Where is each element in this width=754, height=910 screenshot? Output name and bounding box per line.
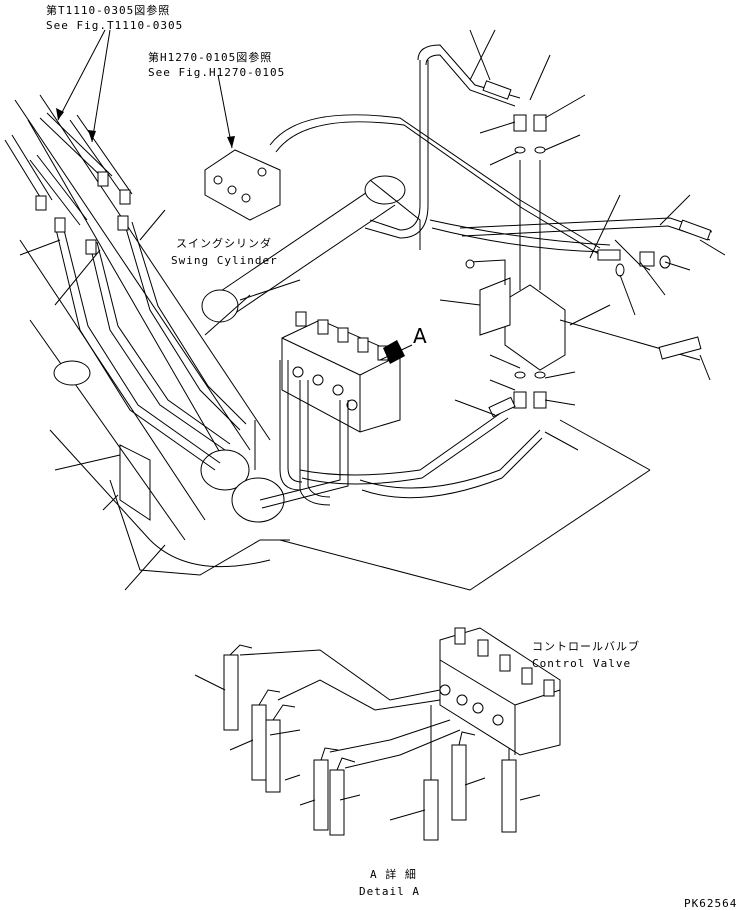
hose-3 [265,719,281,793]
ref-t1110-en: See Fig.T1110-0305 [46,19,184,32]
reference-leaders [56,29,235,149]
hose-fitting [597,249,621,261]
hose-8 [501,759,517,833]
view-a-marker: A [413,324,427,348]
control-valve-label-jp: コントロールバルブ [532,640,640,653]
control-valve-main [259,311,401,509]
hose-fitting [488,396,516,418]
hose-fitting [35,195,47,211]
ref-t1110-jp: 第T1110-0305図参照 [46,4,171,17]
hose-fitting [117,215,129,231]
control-valve-label-en: Control Valve [532,657,632,670]
hose-fitting [85,239,97,255]
callout-lines [19,29,726,591]
hose-1 [223,654,239,731]
hose-4 [313,759,329,831]
long-hoses [269,44,713,261]
hose-fitting [678,219,712,241]
hose-fitting [54,217,66,233]
detail-a-view [194,627,561,841]
boom-pin-boss [53,360,91,386]
hose-fitting [482,80,512,100]
hose-2 [251,704,267,781]
figure-code: PK62564 [684,897,738,910]
swing-cylinder-label-en: Swing Cylinder [171,254,278,267]
ref-h1270-jp: 第H1270-0105図参照 [148,51,273,64]
swing-cylinder-label-jp: スイングシリンダ [176,237,272,250]
boom-assembly [14,94,290,576]
detail-a-title-en: Detail A [359,885,420,898]
hose-fitting [97,171,109,187]
hose-6 [423,779,439,841]
hose-7 [451,744,467,821]
upper-left-hoses [4,112,247,471]
bracket-block [204,149,281,221]
hose-5 [329,769,345,836]
swing-bracket-boss [231,477,285,523]
view-arrow [383,340,405,364]
ref-h1270-en: See Fig.H1270-0105 [148,66,286,79]
right-hoses [279,396,651,591]
bolt [658,336,702,360]
hose-fitting [119,189,131,205]
detail-a-title-jp: A 詳 細 [370,868,417,881]
swing-valve-block [465,114,702,409]
